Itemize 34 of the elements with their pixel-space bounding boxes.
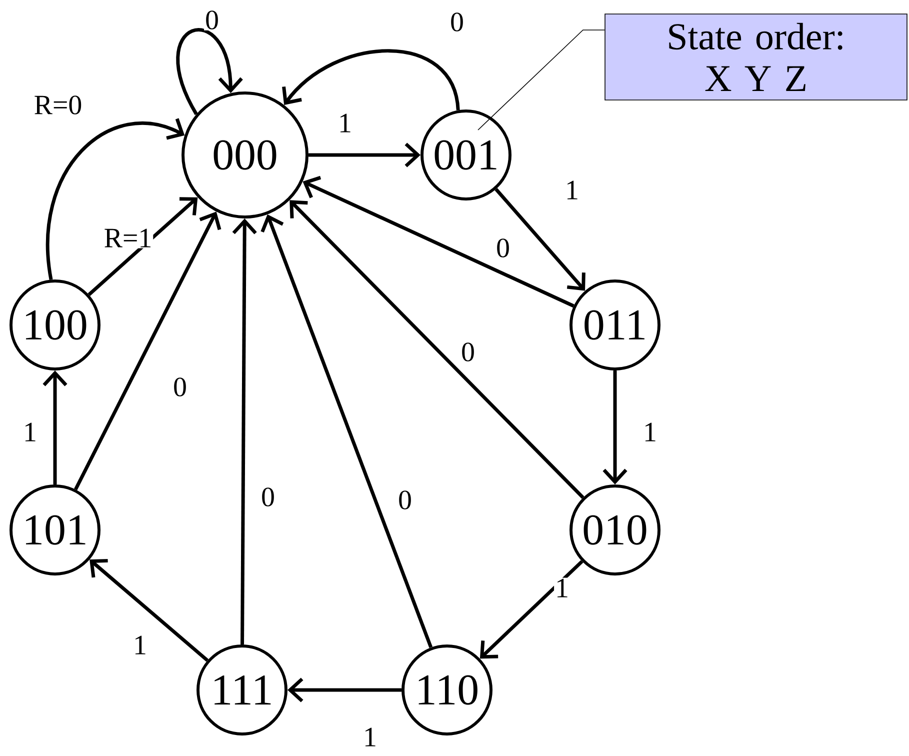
edge-label: 1 — [362, 726, 378, 748]
leader-line — [478, 30, 605, 130]
arrow — [494, 188, 586, 291]
edge-label: 1 — [564, 180, 580, 200]
edge-label: 1 — [642, 422, 658, 442]
arrow — [88, 197, 198, 296]
edge-label: 1 — [132, 634, 148, 656]
arrow — [282, 49, 460, 110]
edge-label: R=0 — [32, 94, 84, 116]
edge-label: 0 — [495, 238, 511, 258]
arrow — [176, 28, 243, 115]
edge-label: 0 — [460, 342, 476, 362]
arrow — [290, 200, 584, 499]
edge-label: 0 — [204, 10, 220, 30]
edge-label: 0 — [172, 376, 188, 398]
arrow — [302, 176, 574, 308]
arrow — [602, 370, 628, 484]
edge-label: R=1 — [102, 228, 154, 248]
edge-label: 1 — [554, 578, 570, 598]
arrow — [42, 370, 68, 484]
edge-label: 0 — [260, 486, 276, 508]
arrow — [232, 218, 257, 644]
edge-label: 1 — [337, 112, 353, 134]
edge-label: 0 — [449, 12, 465, 32]
arrow — [260, 214, 433, 648]
arrow — [308, 142, 420, 168]
arrow — [46, 118, 185, 280]
edge-label: 0 — [397, 490, 413, 510]
edge-label: 1 — [22, 422, 38, 442]
arrow — [90, 558, 209, 662]
arrow — [288, 678, 402, 702]
arrow — [480, 560, 584, 659]
note-box: State order: X Y Z — [604, 14, 908, 100]
arrow — [74, 212, 222, 490]
